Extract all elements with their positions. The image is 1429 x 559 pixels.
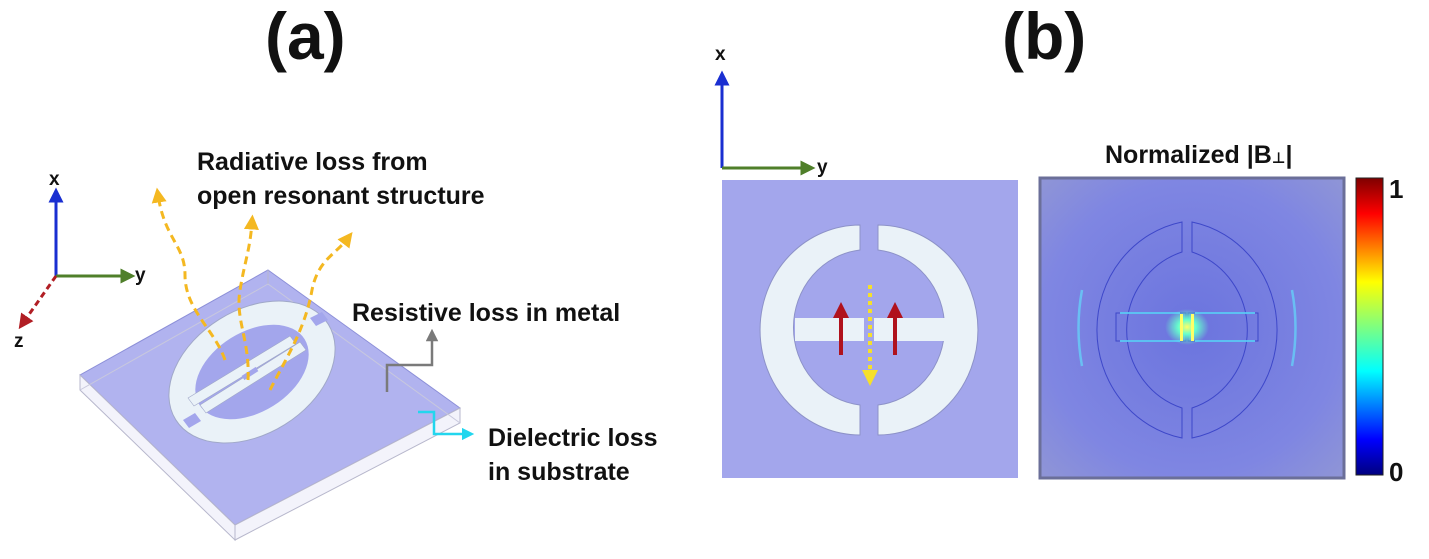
x-axis-label-a: x bbox=[49, 169, 60, 190]
panel-b-label: (b) bbox=[1002, 0, 1087, 73]
resonator-top-view bbox=[722, 180, 1018, 478]
axes-a bbox=[18, 187, 136, 330]
colorbar bbox=[1355, 177, 1384, 476]
y-axis-label-b: y bbox=[817, 157, 828, 178]
radiative-loss-label-1: Radiative loss from bbox=[197, 148, 428, 176]
dielectric-loss-label-2: in substrate bbox=[488, 458, 630, 486]
radiative-loss-label-2: open resonant structure bbox=[197, 182, 485, 210]
y-axis-label-a: y bbox=[135, 265, 146, 286]
radiative-arrow-2 bbox=[237, 214, 259, 381]
panel-b bbox=[714, 70, 1384, 480]
field-map bbox=[1038, 176, 1346, 480]
dielectric-loss-label-1: Dielectric loss bbox=[488, 424, 658, 452]
resistive-loss-arrow bbox=[385, 328, 439, 392]
radiative-arrow-3 bbox=[268, 232, 353, 391]
x-axis-label-b: x bbox=[715, 44, 726, 65]
dielectric-loss-arrow bbox=[418, 410, 475, 441]
colorbar-min-label: 0 bbox=[1389, 457, 1404, 487]
panel-a-label: (a) bbox=[265, 0, 346, 73]
z-axis-label-a: z bbox=[14, 331, 24, 352]
resistive-loss-label: Resistive loss in metal bbox=[352, 299, 621, 327]
colorbar-max-label: 1 bbox=[1389, 174, 1404, 204]
axes-b bbox=[714, 70, 816, 176]
radiative-loss-arrows bbox=[151, 187, 353, 391]
resonator-3d bbox=[168, 300, 336, 444]
field-title-subscript: ⊥ bbox=[1271, 150, 1286, 167]
field-map-title: Normalized |B⊥| bbox=[1105, 138, 1292, 176]
field-title-prefix: Normalized |B bbox=[1105, 141, 1272, 169]
current-arrows bbox=[833, 302, 903, 355]
panel-a bbox=[18, 187, 475, 542]
z-axis-arrow bbox=[18, 275, 58, 330]
radiative-arrow-1 bbox=[151, 187, 227, 361]
field-title-suffix: | bbox=[1285, 141, 1293, 169]
